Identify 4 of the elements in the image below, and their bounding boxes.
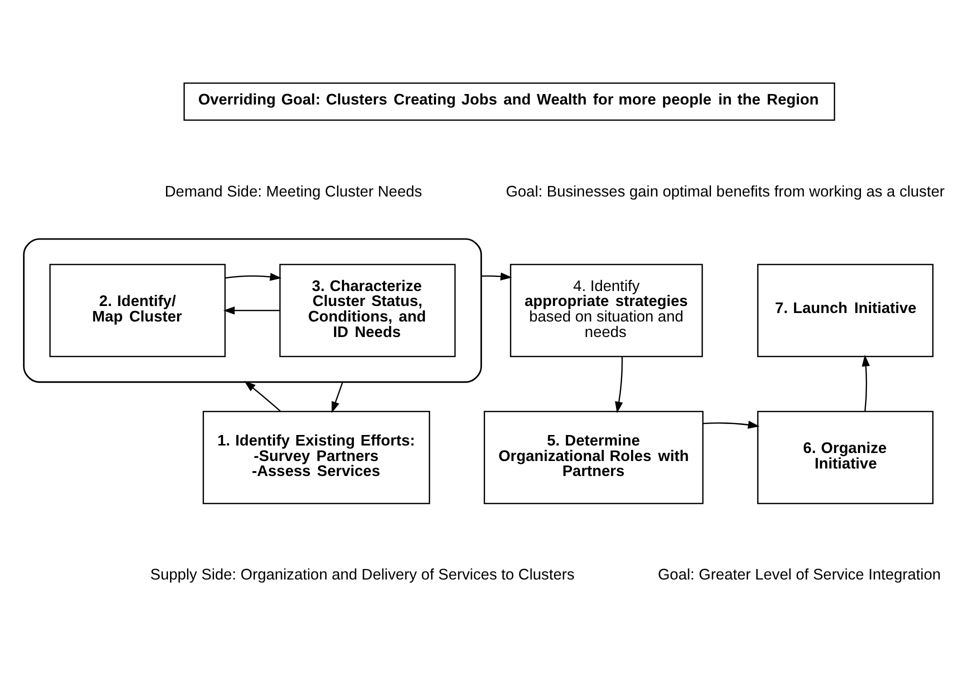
label: Supply Side: Organization and Delivery of Services to Clusters bbox=[150, 566, 575, 584]
label: Goal: Businesses gain optimal benefits from working as a cluster bbox=[506, 182, 945, 200]
label: Demand Side: Meeting Cluster Needs bbox=[164, 182, 422, 200]
label: Goal: Greater Level of Service Integration bbox=[658, 566, 941, 584]
